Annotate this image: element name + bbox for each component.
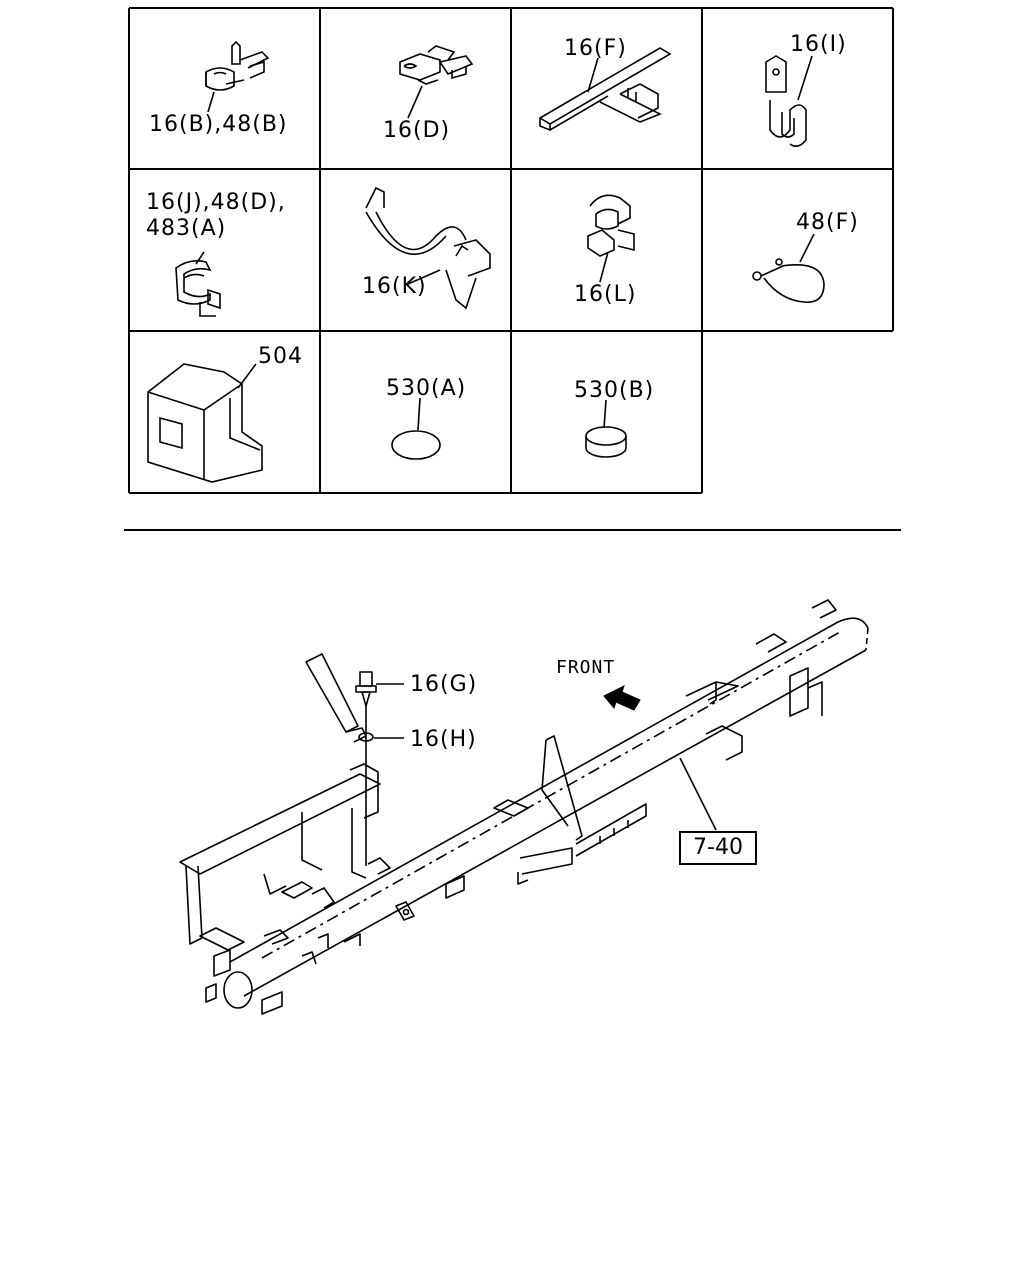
cell-label-530b: 530(B) (574, 378, 655, 403)
cell-label-48f: 48(F) (796, 210, 859, 235)
clip-16i-drawing (765, 55, 813, 148)
cell-label-16k: 16(K) (362, 274, 427, 299)
tie-48f-drawing (752, 233, 825, 303)
grommet-504-drawing (147, 363, 263, 483)
callout-16g: 16(G) (410, 672, 478, 697)
cell-label-16i: 16(I) (790, 32, 847, 57)
reference-box-7-40: 7-40 (679, 831, 757, 865)
clip-16b-drawing (205, 40, 270, 113)
cell-label-16j-line1: 16(J),48(D), (146, 190, 286, 215)
cell-label-16l: 16(L) (574, 282, 637, 307)
clip-16l-drawing (587, 194, 635, 283)
front-arrow-icon (603, 685, 641, 711)
plug-530a-drawing (391, 397, 441, 460)
parts-grid-lines (128, 7, 894, 494)
clip-16j-drawing (175, 251, 221, 317)
cell-label-16f: 16(F) (564, 36, 627, 61)
cell-label-16d: 16(D) (383, 118, 451, 143)
front-direction-label: FRONT (556, 657, 616, 678)
callout-16h: 16(H) (410, 727, 477, 752)
cell-label-504: 504 (258, 344, 303, 369)
clip-16d-drawing (399, 45, 474, 119)
section-divider (124, 529, 901, 531)
clip-16k-drawing (365, 186, 491, 310)
parts-grid: 16(B),48(B) 16(D) 16(F) (0, 0, 1024, 520)
cell-label-530a: 530(A) (386, 376, 467, 401)
cell-label-16j-line2: 483(A) (146, 216, 227, 241)
cell-label-16b-48b: 16(B),48(B) (149, 112, 288, 137)
plug-530b-drawing (585, 399, 627, 458)
clip-16f-drawing (538, 47, 672, 132)
